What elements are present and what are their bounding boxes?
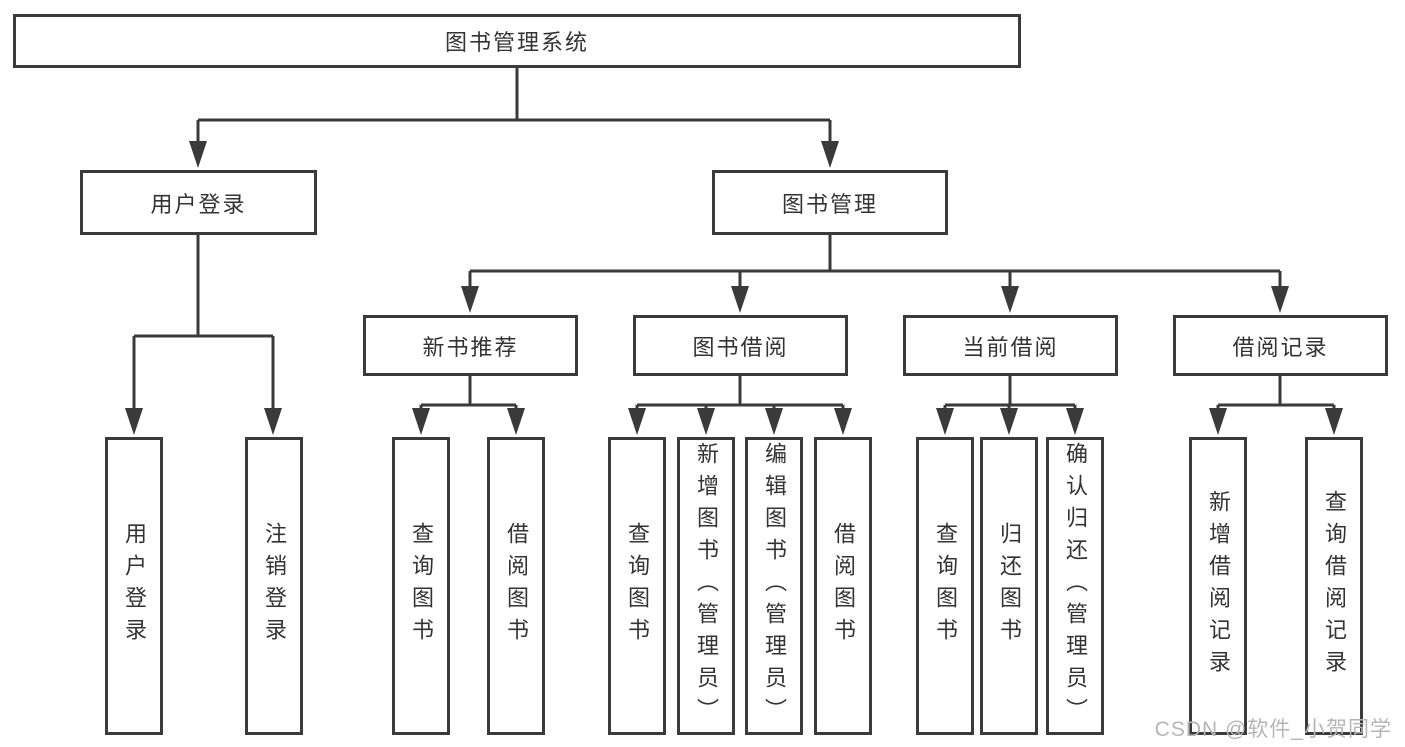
- node-label: 用户登录: [122, 522, 147, 650]
- arrowhead-icon: [1209, 408, 1227, 435]
- node-label: 查询图书: [933, 522, 958, 650]
- node-label: 注销登录: [262, 522, 287, 650]
- arrowhead-icon: [507, 408, 525, 435]
- node-label: 归还图书: [997, 522, 1022, 650]
- node-label: 借阅记录: [1232, 334, 1329, 360]
- node-label: 查询图书: [409, 522, 434, 650]
- node-label: 查询借阅记录: [1322, 490, 1347, 682]
- arrowhead-icon: [821, 141, 839, 168]
- arrowhead-icon: [189, 141, 207, 168]
- leaf-borrow-books: 借阅图书: [814, 437, 872, 735]
- node-borrow-records: 借阅记录: [1173, 315, 1388, 376]
- node-label: 新增图书（管理员）: [694, 442, 719, 730]
- arrowhead-icon: [628, 408, 646, 435]
- node-book-management: 图书管理: [712, 170, 948, 235]
- arrowhead-icon: [125, 408, 143, 435]
- arrowhead-icon: [461, 286, 479, 313]
- leaf-search-borrow-record: 查询借阅记录: [1305, 437, 1363, 735]
- arrowhead-icon: [1000, 408, 1018, 435]
- arrowhead-icon: [765, 408, 783, 435]
- arrowhead-icon: [731, 286, 749, 313]
- leaf-search-books: 查询图书: [916, 437, 974, 735]
- node-label: 图书借阅: [692, 334, 789, 360]
- arrowhead-icon: [412, 408, 430, 435]
- leaf-search-books: 查询图书: [608, 437, 666, 735]
- arrowhead-icon: [1271, 286, 1289, 313]
- node-label: 当前借阅: [962, 334, 1059, 360]
- node-book-borrowing: 图书借阅: [633, 315, 848, 376]
- leaf-add-borrow-record: 新增借阅记录: [1189, 437, 1247, 735]
- node-label: 新书推荐: [422, 334, 519, 360]
- node-label: 编辑图书（管理员）: [762, 442, 787, 730]
- node-label: 新增借阅记录: [1206, 490, 1231, 682]
- leaf-confirm-return-admin: 确认归还（管理员）: [1046, 437, 1104, 735]
- node-label: 用户登录: [150, 191, 247, 217]
- node-new-book-recommend: 新书推荐: [363, 315, 578, 376]
- leaf-logout: 注销登录: [245, 437, 303, 735]
- arrowhead-icon: [834, 408, 852, 435]
- arrowhead-icon: [1325, 408, 1343, 435]
- node-label: 确认归还（管理员）: [1063, 442, 1088, 730]
- node-label: 图书管理: [781, 191, 878, 217]
- leaf-add-books-admin: 新增图书（管理员）: [677, 437, 735, 735]
- node-label: 借阅图书: [831, 522, 856, 650]
- arrowhead-icon: [936, 408, 954, 435]
- node-current-borrowing: 当前借阅: [903, 315, 1118, 376]
- node-label: 查询图书: [625, 522, 650, 650]
- node-label: 借阅图书: [504, 522, 529, 650]
- arrowhead-icon: [264, 408, 282, 435]
- leaf-edit-books-admin: 编辑图书（管理员）: [745, 437, 803, 735]
- arrowhead-icon: [1066, 408, 1084, 435]
- leaf-search-books: 查询图书: [392, 437, 450, 735]
- node-label: 图书管理系统: [444, 30, 589, 55]
- arrowhead-icon: [1001, 286, 1019, 313]
- node-library-system: 图书管理系统: [13, 14, 1021, 68]
- leaf-return-books: 归还图书: [980, 437, 1038, 735]
- arrowhead-icon: [697, 408, 715, 435]
- node-user-login: 用户登录: [80, 170, 317, 235]
- leaf-borrow-books: 借阅图书: [487, 437, 545, 735]
- leaf-user-login: 用户登录: [105, 437, 163, 735]
